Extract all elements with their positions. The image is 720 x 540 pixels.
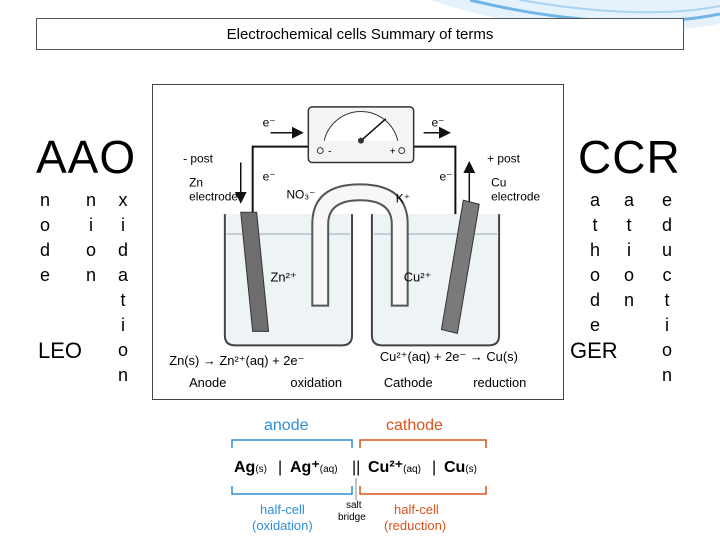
column-letter: o [623, 265, 634, 285]
half-cell-reduction-label: half-cell [394, 502, 439, 517]
column-letter: t [626, 215, 632, 235]
column-letter: n [39, 190, 50, 210]
cu-electrode-label: electrode [491, 189, 540, 203]
cu-electrode-label: Cu [491, 175, 506, 189]
left-acronym: AAO [36, 131, 137, 183]
slide-title-text: Electrochemical cells Summary of terms [226, 25, 494, 43]
column-letter: o [85, 240, 96, 260]
zn-electrode [240, 211, 270, 332]
column-letter: d [117, 240, 128, 260]
svg-text:+: + [390, 147, 396, 158]
plus-post-label: + post [487, 152, 520, 166]
anode-label: Anode [189, 375, 226, 390]
salt-bridge-label: bridge [338, 512, 366, 523]
cathode-bracket-bottom [359, 486, 487, 495]
column-letter: o [661, 340, 672, 360]
minus-post-label: - post [183, 152, 213, 166]
notation-anode-label: anode [264, 417, 309, 434]
column-letter: i [121, 315, 125, 335]
zn-electrode-label: Zn [189, 175, 203, 189]
oxidation-label: oxidation [290, 375, 342, 390]
right-mnemonic: GER [570, 338, 618, 363]
half-cell-oxidation-label: half-cell [260, 502, 305, 517]
electron-label: e⁻ [432, 116, 445, 130]
ag-ion: Ag⁺(aq) [290, 459, 338, 476]
column-letter: d [661, 215, 672, 235]
cell-notation: anode cathode Ag(s) | Ag⁺(aq) || Cu²⁺(aq… [226, 408, 496, 538]
column-letter: t [120, 290, 126, 310]
column-letter: i [89, 215, 93, 235]
cu-electrode [440, 199, 480, 335]
column-letter: t [664, 290, 670, 310]
cathode-bracket [359, 439, 487, 448]
ag-solid: Ag(s) [234, 459, 267, 476]
salt-bridge [311, 183, 409, 307]
half-cell-reduction-label: (reduction) [384, 518, 446, 533]
column-letter: c [662, 265, 672, 285]
voltmeter-icon: - + [307, 106, 415, 164]
phase-separator: | [278, 459, 282, 476]
cathode-label: Cathode [384, 375, 433, 390]
cu-ion: Cu²⁺(aq) [368, 459, 421, 476]
column-letter: u [661, 240, 672, 260]
copper-ion-label: Cu²⁺ [404, 270, 432, 285]
column-letter: a [589, 190, 600, 210]
anode-bracket [231, 439, 353, 448]
phase-separator: | [432, 459, 436, 476]
zn-electrode-label: electrode [189, 189, 238, 203]
half-cell-oxidation-label: (oxidation) [252, 518, 313, 533]
column-letter: o [117, 340, 128, 360]
column-letter: o [39, 215, 50, 235]
galvanic-cell-diagram: - + e⁻ e⁻ e⁻ e⁻ - post Zn electrode + po… [152, 84, 564, 400]
column-letter: o [589, 265, 600, 285]
column-letter: n [85, 265, 96, 285]
column-letter: d [589, 290, 600, 310]
column-letter: a [117, 265, 128, 285]
cell-notation-svg: anode cathode Ag(s) | Ag⁺(aq) || Cu²⁺(aq… [231, 417, 487, 533]
potassium-ion-label: K⁺ [396, 191, 410, 205]
salt-bridge-label: salt [346, 500, 362, 511]
electron-label: e⁻ [439, 169, 452, 183]
column-letter: e [661, 190, 672, 210]
zinc-ion-label: Zn²⁺ [271, 270, 297, 285]
column-letter: t [592, 215, 598, 235]
notation-cathode-label: cathode [386, 417, 443, 434]
galvanic-cell-svg: - + e⁻ e⁻ e⁻ e⁻ - post Zn electrode + po… [169, 106, 541, 390]
column-letter: n [661, 365, 672, 385]
column-letter: i [627, 240, 631, 260]
anode-equation: Zn(s) → Zn²⁺(aq) + 2e⁻ [169, 353, 304, 368]
cathode-equation: Cu²⁺(aq) + 2e⁻ → Cu(s) [380, 349, 518, 364]
anode-bracket-bottom [231, 486, 353, 495]
salt-bridge-separator: || [352, 459, 360, 476]
column-letter: h [589, 240, 600, 260]
column-letter: a [623, 190, 634, 210]
column-letter: x [118, 190, 128, 210]
column-letter: n [85, 190, 96, 210]
cu-solid: Cu(s) [444, 459, 477, 476]
reduction-label: reduction [473, 375, 526, 390]
electron-label: e⁻ [263, 116, 276, 130]
column-letter: n [623, 290, 634, 310]
nitrate-ion-label: NO₃⁻ [286, 187, 315, 201]
column-letter: i [121, 215, 125, 235]
electron-label: e⁻ [263, 169, 276, 183]
slide-title: Electrochemical cells Summary of terms [36, 18, 684, 50]
column-letter: e [39, 265, 50, 285]
right-acronym: CCR [578, 131, 681, 183]
column-letter: n [117, 365, 128, 385]
left-mnemonic: LEO [38, 338, 83, 363]
column-letter: i [665, 315, 669, 335]
column-letter: d [39, 240, 50, 260]
svg-text:-: - [328, 147, 331, 158]
column-letter: e [589, 315, 600, 335]
